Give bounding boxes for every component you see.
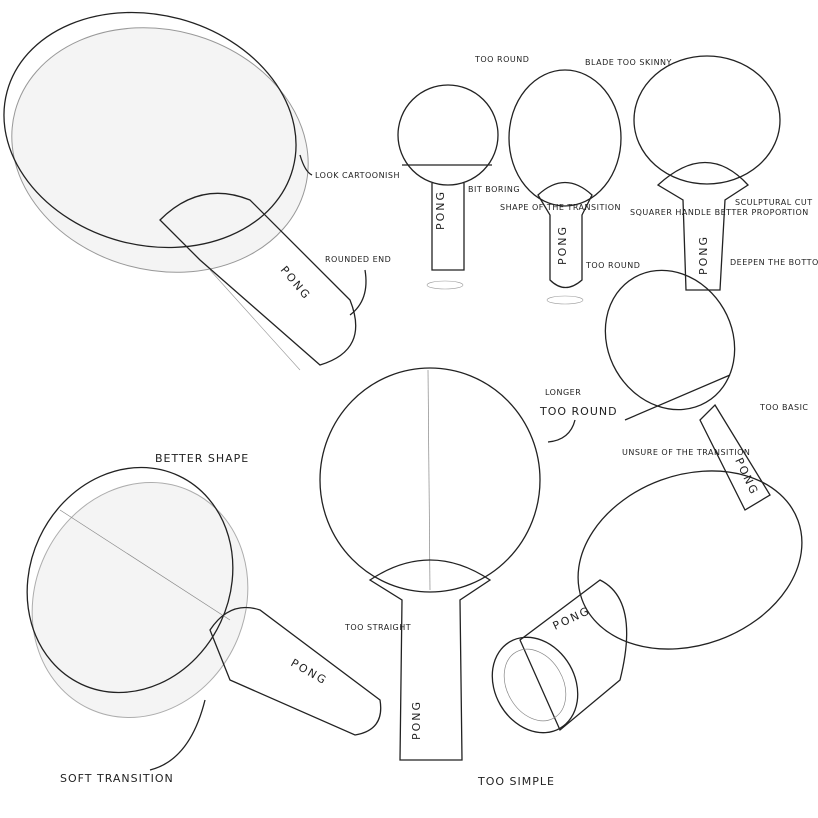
paddle-sketch-sculptural: PONG: [633, 55, 781, 291]
svg-text:PONG: PONG: [434, 190, 447, 230]
paddle-sketch-better-shape: PONG: [26, 466, 382, 736]
annotation-unsure-transition: UNSURE OF THE TRANSITION: [622, 448, 750, 457]
svg-text:PONG: PONG: [289, 656, 330, 687]
paddle-sketch-unsure-transition: PONG: [491, 470, 803, 734]
svg-text:PONG: PONG: [556, 225, 569, 265]
annotation-sculptural-cut: SCULPTURAL CUT: [735, 198, 813, 207]
paddle-sketch-cartoonish: PONG: [3, 11, 357, 371]
annotation-blade-too-skinny: BLADE TOO SKINNY: [585, 58, 672, 67]
annotation-too-round-1: TOO ROUND: [474, 55, 529, 64]
annotation-bit-boring: BIT BORING: [468, 185, 520, 194]
annotation-too-simple: TOO SIMPLE: [477, 775, 555, 788]
annotation-shape-of-transition: SHAPE OF THE TRANSITION: [500, 203, 621, 212]
annotation-better-shape: BETTER SHAPE: [155, 452, 249, 465]
svg-text:PONG: PONG: [410, 700, 423, 740]
annotation-deepen-bottom: DEEPEN THE BOTTOM: [730, 258, 818, 267]
annotation-too-round-3: TOO ROUND: [539, 405, 618, 418]
paddle-sketch-basic: PONG: [604, 269, 771, 511]
svg-text:PONG: PONG: [732, 456, 761, 498]
annotation-longer: LONGER: [545, 388, 581, 397]
annotation-too-round-2: TOO ROUND: [585, 261, 640, 270]
annotation-too-basic: TOO BASIC: [759, 403, 809, 412]
annotation-squarer-handle: SQUARER HANDLE BETTER PROPORTION: [630, 208, 809, 217]
annotation-rounded-end: ROUNDED END: [325, 255, 391, 264]
annotation-too-straight: TOO STRAIGHT: [344, 623, 411, 632]
paddle-sketch-simple: PONG: [319, 367, 541, 761]
annotation-soft-transition: SOFT TRANSITION: [60, 772, 174, 785]
paddle-sketch-round: PONG: [397, 84, 499, 290]
pong-logo: PONG: [278, 264, 314, 303]
paddle-sketch-skinny: PONG: [508, 69, 622, 305]
svg-text:PONG: PONG: [697, 235, 710, 275]
svg-text:PONG: PONG: [551, 604, 593, 633]
annotation-look-cartoonish: LOOK CARTOONISH: [315, 171, 400, 180]
